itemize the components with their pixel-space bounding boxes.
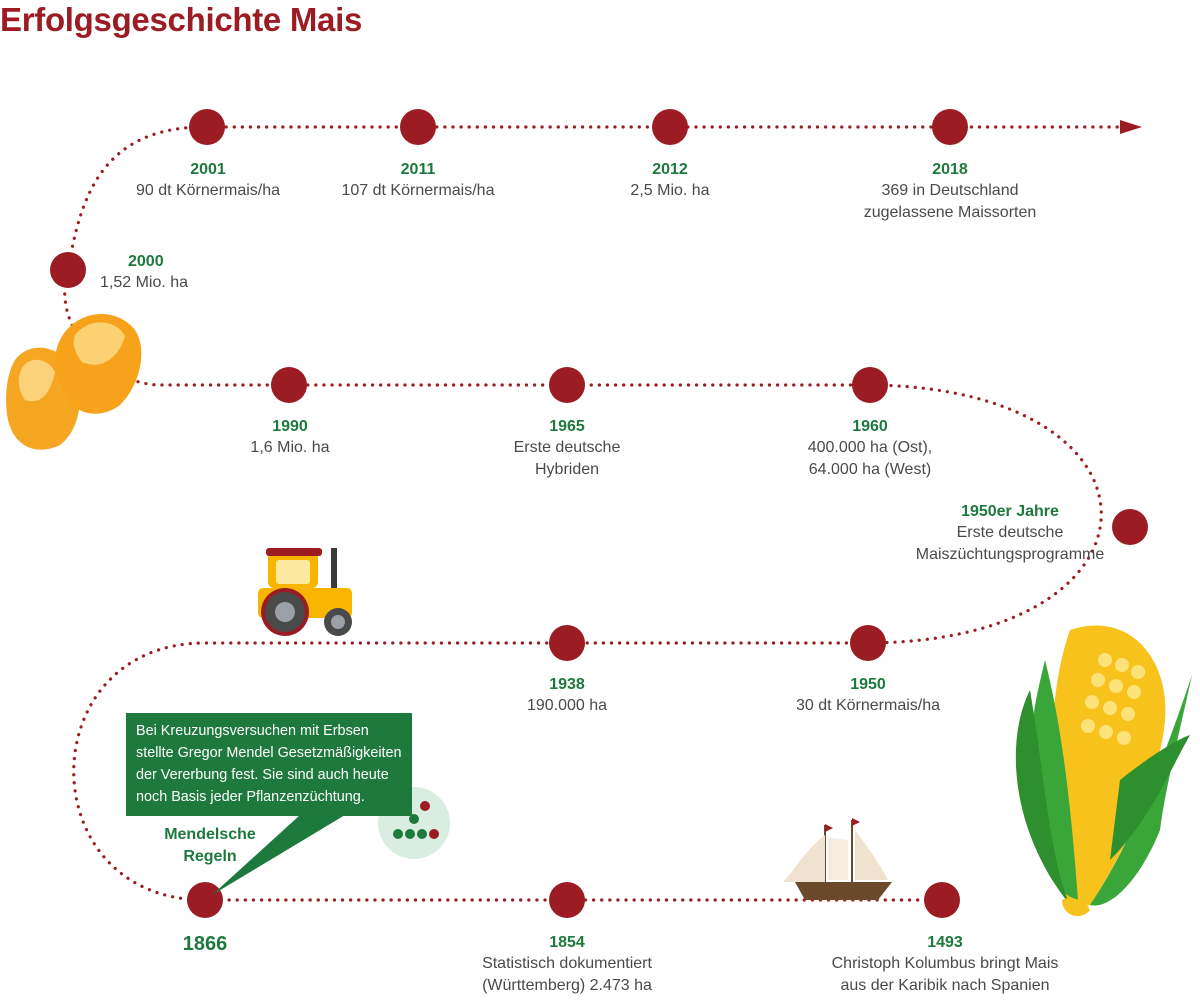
event-label-1938: 1938 190.000 ha [526,676,608,714]
event-label-1950er: 1950er Jahre Erste deutsche Maiszüchtung… [915,503,1105,563]
corn-cob-icon [1015,625,1192,917]
ship-icon [783,818,892,900]
milestone-dots [50,109,1148,918]
event-label-1854: 1854 Statistisch dokumentiert (Württembe… [482,934,652,994]
page-title: Erfolgsgeschichte Mais [0,1,363,38]
dot-1960[interactable] [852,367,888,403]
dot-2012[interactable] [652,109,688,145]
dot-1950[interactable] [850,625,886,661]
event-label-2000: 2000 1,52 Mio. ha [100,253,189,291]
corn-kernels-icon [6,313,142,450]
event-label-1960: 1960 400.000 ha (Ost), 64.000 ha (West) [807,418,933,478]
dot-2001[interactable] [189,109,225,145]
timeline-path [63,125,1127,902]
dot-2018[interactable] [932,109,968,145]
event-label-1493: 1493 Christoph Kolumbus bringt Mais aus … [831,934,1059,994]
event-label-2011: 2011 107 dt Körnermais/ha [341,161,495,199]
dot-2011[interactable] [400,109,436,145]
callout-pointer [212,815,345,895]
timeline-arrow-icon [1120,120,1142,134]
event-label-2012: 2012 2,5 Mio. ha [630,161,710,199]
event-label-1950: 1950 30 dt Körnermais/ha [795,676,941,714]
tractor-icon [258,548,352,636]
dot-1965[interactable] [549,367,585,403]
mendel-label: Mendelsche Regeln [164,826,256,865]
event-label-1990: 1990 1,6 Mio. ha [250,418,330,456]
dot-1950er[interactable] [1112,509,1148,545]
event-label-2018: 2018 369 in Deutschland zugelassene Mais… [863,161,1037,221]
dot-1866[interactable] [187,882,223,918]
mendel-callout: Bei Kreuzungsversuchen mit Erbsen stellt… [126,713,412,816]
dot-1938[interactable] [549,625,585,661]
dot-1854[interactable] [549,882,585,918]
event-label-1866: 1866 [182,933,228,955]
dot-2000[interactable] [50,252,86,288]
event-label-1965: 1965 Erste deutsche Hybriden [513,418,621,478]
event-label-2001: 2001 90 dt Körnermais/ha [135,161,281,199]
dot-1990[interactable] [271,367,307,403]
dot-1493[interactable] [924,882,960,918]
